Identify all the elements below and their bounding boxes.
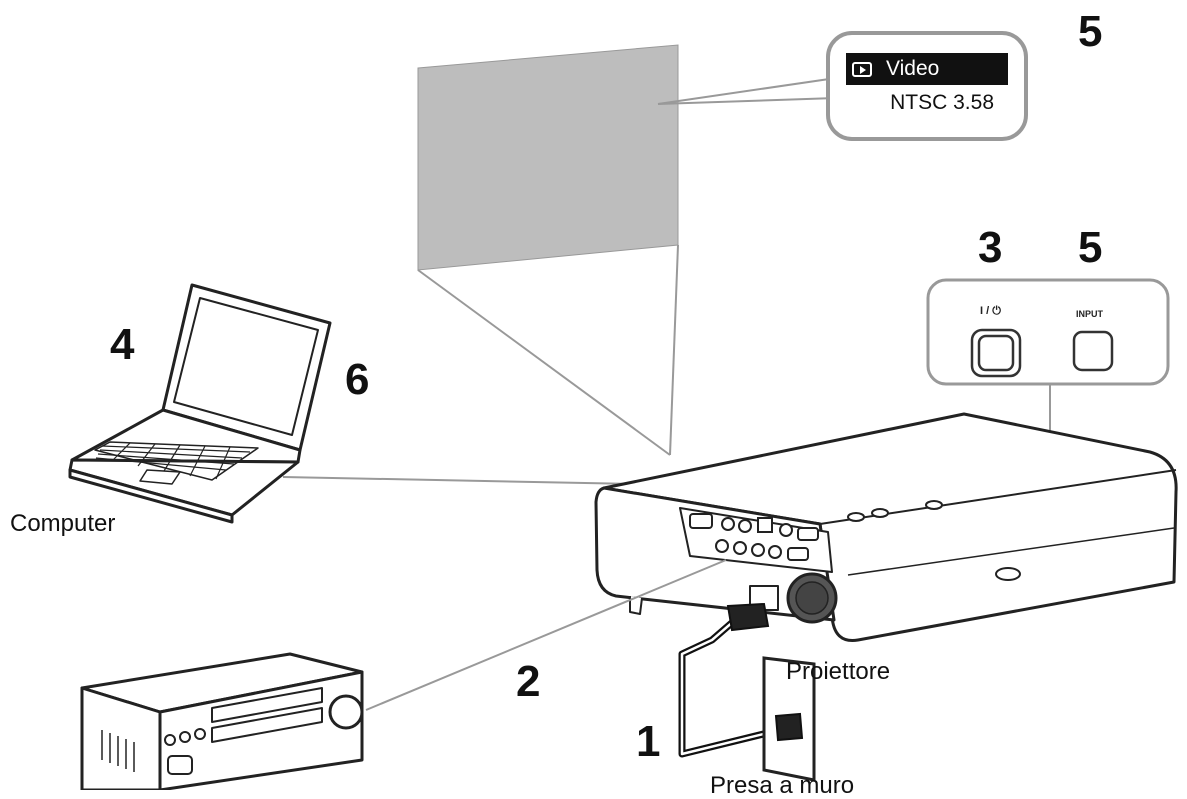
input-source-icon [852,61,872,77]
step-number-av: 2 [516,657,541,706]
power-button-label: I / ⏻ [980,305,1001,317]
step-number-power: 3 [978,223,1003,272]
osd-signal-row: NTSC 3.58 [846,85,1008,121]
projection-beam-left [417,269,671,456]
projector-label: Proiettore [786,658,891,685]
power-button [977,334,1015,372]
input-button-label: INPUT [1076,309,1103,319]
power-plug [726,602,770,632]
laptop-illustration [68,283,332,524]
projection-screen [417,44,679,271]
step-number-input: 5 [1078,223,1103,272]
osd-callout-line-bottom [657,97,837,105]
step-number-computer-alt: 6 [345,355,370,404]
av-cable [365,559,727,711]
step-number-osd: 5 [1078,7,1103,56]
step-number-power-cord: 1 [636,717,661,766]
osd-source-row: Video [846,53,1008,85]
osd-callout-line-top [657,77,837,105]
wall-outlet-plug [774,712,804,742]
wall-outlet-label: Presa a muro [710,772,855,799]
step-number-computer: 4 [110,320,135,369]
osd-signal-label: NTSC 3.58 [890,91,994,114]
projector-illustration [594,412,1178,642]
computer-label: Computer [10,510,116,537]
input-button [1072,330,1114,372]
osd-source-label: Video [886,57,940,80]
control-panel-callout [926,278,1170,386]
av-device-illustration [80,652,364,790]
projection-beam-right [669,244,679,456]
on-screen-display: Video NTSC 3.58 [846,53,1008,123]
projector-ports [689,513,819,561]
